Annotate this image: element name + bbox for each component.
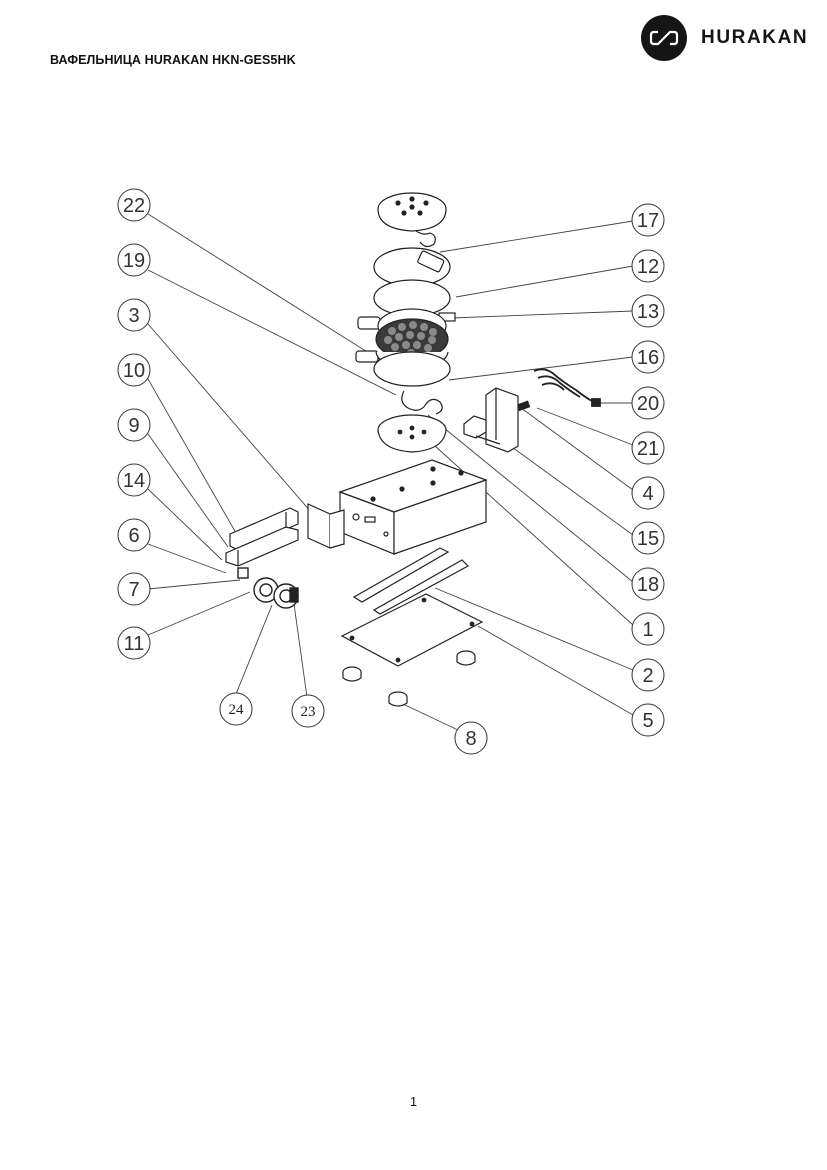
callout-7: 7 <box>128 579 139 601</box>
callout-23: 23 <box>301 704 316 720</box>
callout-13: 13 <box>637 301 659 323</box>
callout-9: 9 <box>128 415 139 437</box>
callout-24: 24 <box>229 702 245 718</box>
main-housing <box>338 459 488 555</box>
document-title: ВАФЕЛЬНИЦА HURAKAN HKN-GES5HK <box>50 53 296 67</box>
hurakan-logo-icon <box>641 15 687 61</box>
callout-20: 20 <box>637 393 659 415</box>
callout-19: 19 <box>123 250 145 272</box>
brand-name: HURAKAN <box>701 27 809 48</box>
callout-16: 16 <box>637 347 659 369</box>
callout-5: 5 <box>642 710 653 732</box>
callout-11: 11 <box>124 633 145 655</box>
mounting-bracket <box>463 387 519 453</box>
page-number: 1 <box>409 1094 418 1109</box>
callout-21: 21 <box>637 438 659 460</box>
power-cord <box>533 368 601 407</box>
callout-1: 1 <box>642 619 653 641</box>
heating-plate-top <box>373 247 451 287</box>
callout-14: 14 <box>123 470 145 492</box>
top-cover-part <box>377 192 447 248</box>
rubber-feet <box>342 650 476 707</box>
control-panel-plate <box>307 503 345 549</box>
callout-4: 4 <box>642 483 653 505</box>
control-brackets <box>225 507 299 567</box>
support-rails <box>352 547 469 615</box>
callout-17: 17 <box>637 210 659 232</box>
callout-10: 10 <box>123 360 145 382</box>
callout-18: 18 <box>637 574 659 596</box>
cord-clamp <box>516 400 531 412</box>
callout-15: 15 <box>637 528 659 550</box>
callout-12: 12 <box>637 256 659 278</box>
callout-8: 8 <box>465 728 476 750</box>
brand-header: HURAKAN <box>641 15 808 61</box>
callout-3: 3 <box>128 305 139 327</box>
upper-waffle-mold <box>357 308 456 360</box>
bottom-plate <box>340 593 484 667</box>
callout-2: 2 <box>642 665 653 687</box>
indicator-and-knobs <box>237 567 299 609</box>
callout-6: 6 <box>128 525 139 547</box>
heating-plate-bottom <box>373 351 451 387</box>
callout-22: 22 <box>123 195 145 217</box>
bottom-housing-part <box>377 390 447 453</box>
